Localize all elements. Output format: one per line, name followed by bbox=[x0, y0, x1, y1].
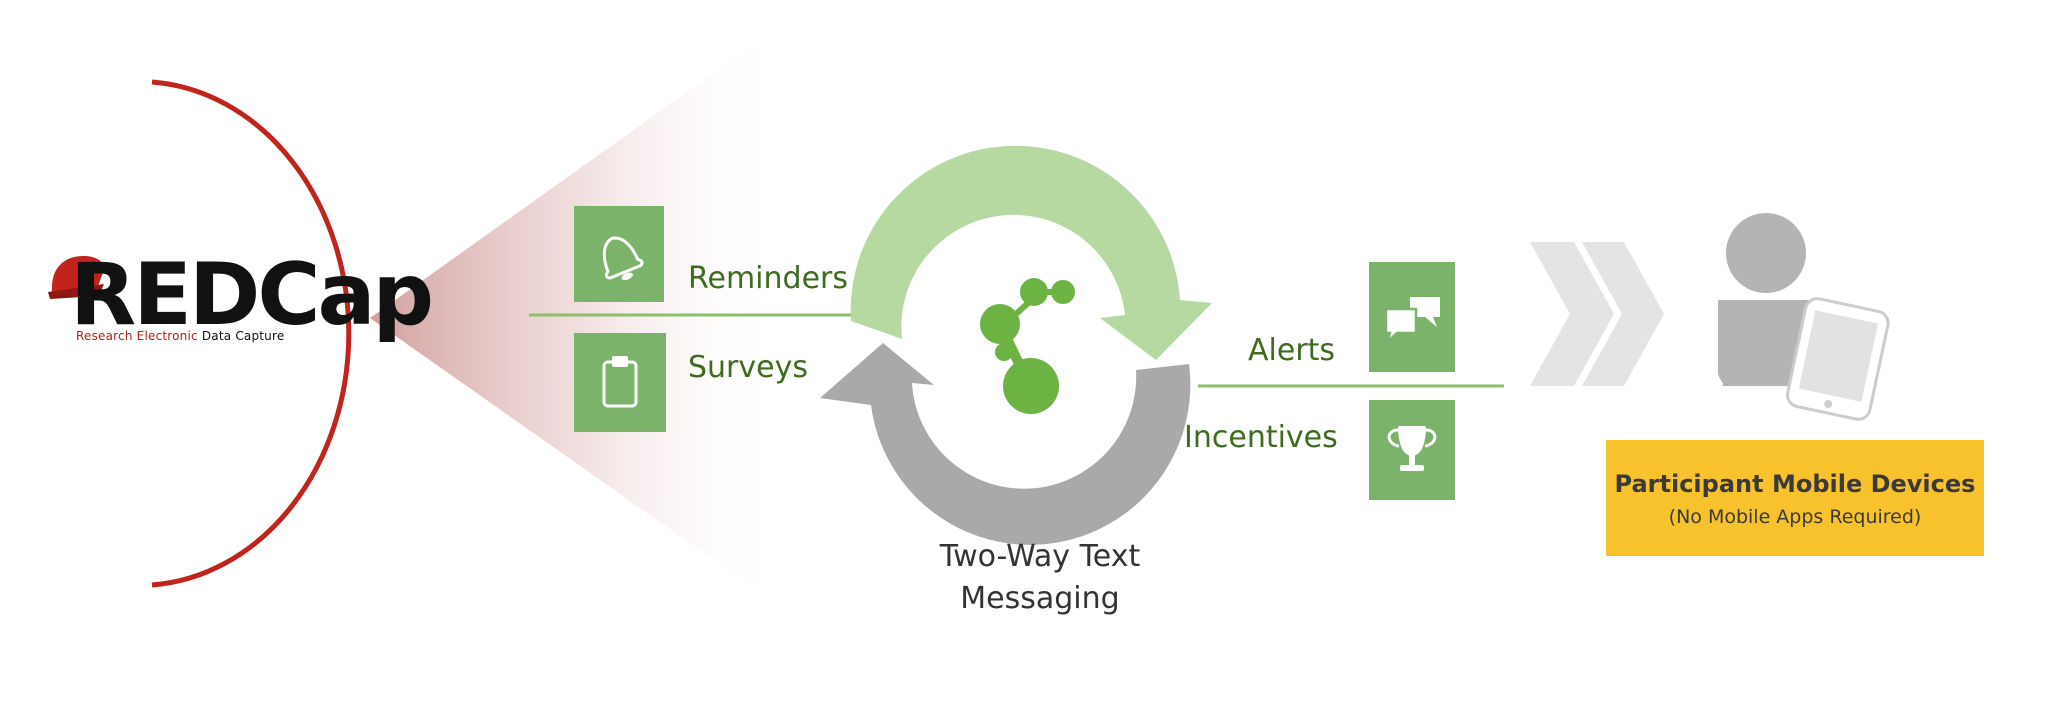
cap-icon bbox=[48, 255, 104, 299]
incentives-label: Incentives bbox=[1184, 420, 1338, 455]
cycle-caption-line2: Messaging bbox=[960, 581, 1120, 616]
participant-subtitle: (No Mobile Apps Required) bbox=[1668, 506, 1922, 528]
participant-box: Participant Mobile Devices (No Mobile Ap… bbox=[1606, 440, 1984, 556]
trophy-icon bbox=[1387, 426, 1437, 471]
mobile-phone-icon bbox=[1786, 297, 1890, 421]
cycle-arrows bbox=[820, 145, 1212, 545]
redcap-logo: REDCap bbox=[70, 245, 434, 345]
surveys-label: Surveys bbox=[688, 350, 808, 385]
alerts-label: Alerts bbox=[1248, 333, 1336, 368]
redcap-tagline: Research Electronic Data Capture bbox=[76, 329, 285, 343]
surveys-tile bbox=[574, 333, 666, 432]
chevron-right-icon bbox=[1530, 242, 1664, 386]
chat-bubbles-icon bbox=[1384, 297, 1440, 347]
bell-icon bbox=[602, 236, 644, 281]
reminders-label: Reminders bbox=[688, 261, 848, 296]
cycle-caption-line1: Two-Way Text bbox=[939, 539, 1141, 574]
incentives-tile bbox=[1369, 400, 1455, 500]
participant-title: Participant Mobile Devices bbox=[1614, 470, 1976, 498]
reminders-tile bbox=[574, 206, 664, 302]
network-node-icon bbox=[980, 278, 1075, 414]
clipboard-icon bbox=[602, 356, 638, 408]
redcap-arc bbox=[151, 79, 352, 588]
alerts-tile bbox=[1369, 262, 1455, 372]
cycle-caption: Two-Way Text Messaging bbox=[890, 536, 1190, 620]
